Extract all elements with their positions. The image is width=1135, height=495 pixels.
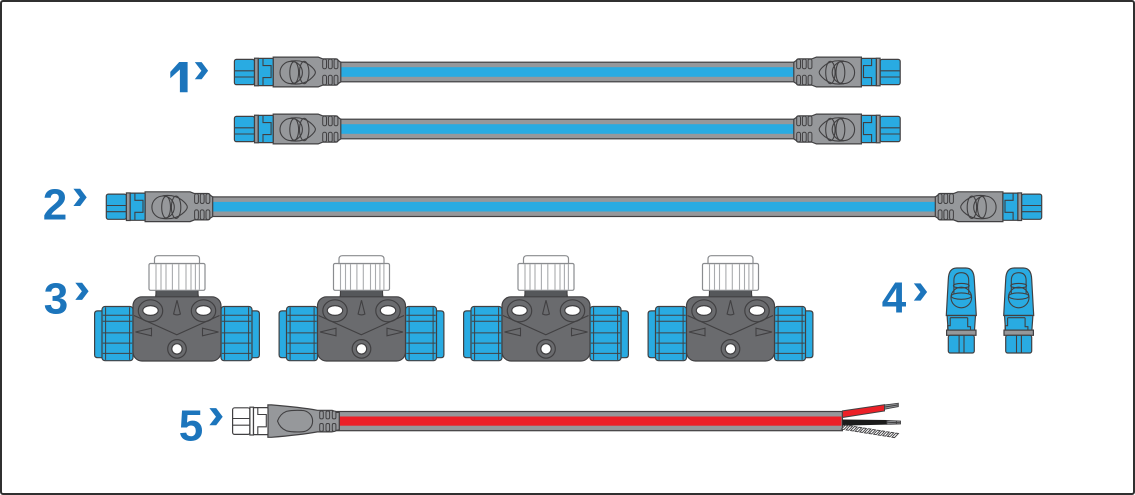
svg-text:5: 5 — [179, 401, 203, 450]
svg-text:2: 2 — [43, 181, 67, 230]
svg-text:4: 4 — [882, 273, 907, 322]
svg-text:3: 3 — [44, 275, 68, 324]
